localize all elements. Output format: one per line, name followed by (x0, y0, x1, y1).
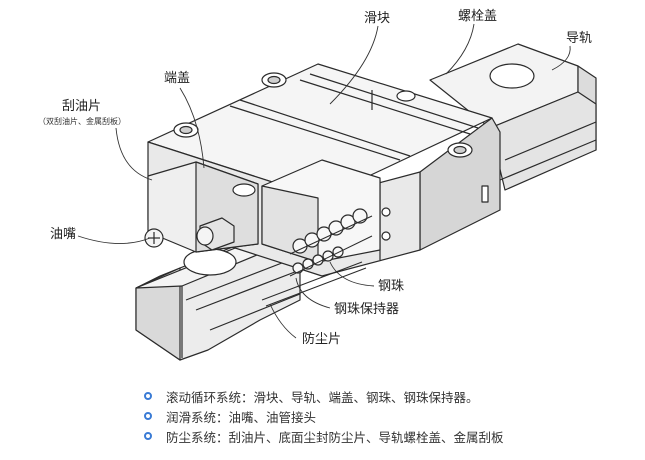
legend-text: 滚动循环系统：滑块、导轨、端盖、钢珠、钢珠保持器。 (166, 389, 479, 405)
label-scraper-note: （双刮油片、金属刮板） (38, 117, 126, 126)
grease-nipple (144, 217, 235, 251)
bullet-icon (144, 392, 152, 400)
label-end-cap: 端盖 (164, 71, 191, 86)
leader-dust-strip (269, 303, 297, 339)
label-bolt-cap: 螺栓盖 (458, 9, 498, 24)
legend-item-rolling: 滚动循环系统：滑块、导轨、端盖、钢珠、钢珠保持器。 (144, 386, 624, 406)
legend-item-lubrication: 润滑系统：油嘴、油管接头 (144, 406, 624, 426)
label-rail: 导轨 (566, 31, 593, 46)
label-ball-retainer: 钢珠保持器 (334, 302, 400, 317)
leader-slider (329, 25, 379, 105)
legend-item-dustproof: 防尘系统：刮油片、底面尘封防尘片、导轨螺栓盖、金属刮板 (144, 426, 624, 446)
leader-rail (551, 45, 571, 71)
bullet-icon (144, 432, 152, 440)
legend-text: 润滑系统：油嘴、油管接头 (166, 409, 317, 425)
leader-bolt-cap (445, 23, 475, 75)
leader-grease-nipple (77, 235, 151, 244)
legend-text: 防尘系统：刮油片、底面尘封防尘片、导轨螺栓盖、金属刮板 (166, 429, 504, 445)
label-scraper: 刮油片 (62, 99, 102, 114)
bullet-icon (144, 412, 152, 420)
label-dust-strip: 防尘片 (302, 332, 342, 347)
leader-scraper (115, 127, 153, 181)
leader-ball-retainer (295, 277, 331, 309)
label-slider: 滑块 (364, 11, 391, 26)
rail-bolt-cap-far (489, 63, 535, 89)
system-legend: 滚动循环系统：滑块、导轨、端盖、钢珠、钢珠保持器。 润滑系统：油嘴、油管接头 防… (144, 386, 624, 446)
leader-steel-ball (329, 261, 375, 287)
rail-bolt-cap-near (183, 248, 237, 276)
leader-end-cap (179, 87, 205, 169)
label-steel-ball: 钢珠 (378, 279, 405, 294)
label-grease-nipple: 油嘴 (50, 227, 77, 242)
